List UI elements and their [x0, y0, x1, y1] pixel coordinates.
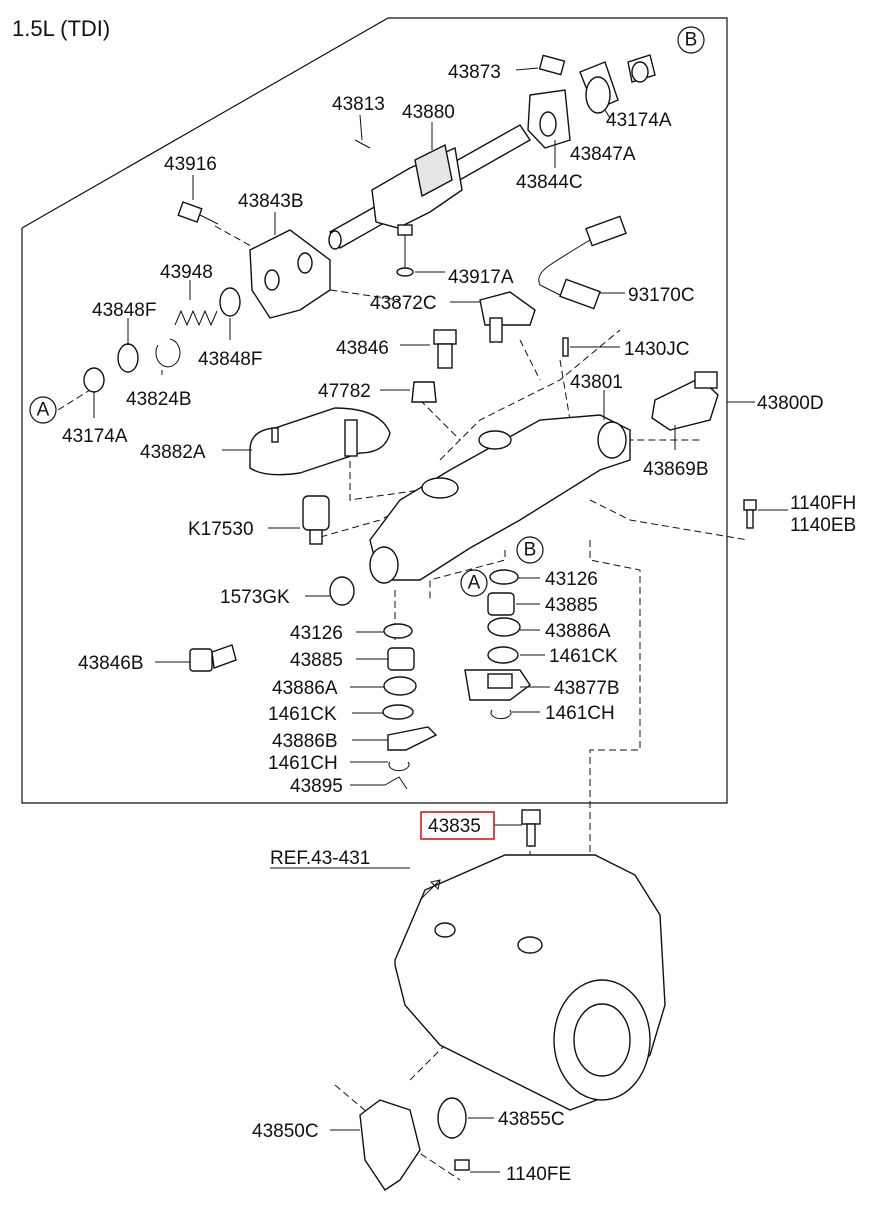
label-43835: 43835 — [428, 816, 481, 837]
label-43848F-b: 43848F — [198, 349, 262, 370]
label-43174A-left: 43174A — [62, 426, 128, 447]
label-43948: 43948 — [160, 262, 213, 283]
shift-shaft — [328, 54, 656, 277]
pin-parts — [302, 291, 569, 545]
label-43847A: 43847A — [570, 144, 636, 165]
leader-lines — [93, 67, 788, 1173]
bearing-stack-right — [464, 569, 531, 720]
svg-text:A: A — [37, 400, 50, 421]
svg-text:A: A — [468, 573, 481, 594]
label-1140FE: 1140FE — [506, 1164, 571, 1185]
label-43886B: 43886B — [272, 731, 338, 752]
label-43917A: 43917A — [448, 267, 514, 288]
label-43872C: 43872C — [370, 293, 437, 314]
svg-text:B: B — [524, 540, 537, 561]
label-1461CK-l: 1461CK — [268, 704, 337, 725]
lever-43882A — [249, 407, 391, 476]
bracket-43843B — [177, 201, 331, 319]
label-43885-r: 43885 — [545, 595, 598, 616]
label-1573GK: 1573GK — [220, 587, 290, 608]
label-43843B: 43843B — [238, 191, 304, 212]
label-43882A: 43882A — [140, 442, 206, 463]
label-43846B: 43846B — [78, 653, 144, 674]
label-43880: 43880 — [402, 102, 455, 123]
label-43126-r: 43126 — [545, 569, 598, 590]
label-1430JC: 1430JC — [624, 339, 690, 360]
bolt-43835 — [521, 809, 541, 847]
svg-text:B: B — [685, 30, 698, 51]
highlight-43835: 43835 — [420, 811, 495, 840]
bearing-stack-left — [189, 623, 438, 790]
label-43855C: 43855C — [498, 1109, 565, 1130]
sensor-93170C — [538, 215, 627, 310]
callout-A-left: A — [29, 396, 57, 424]
label-43895: 43895 — [290, 776, 343, 797]
label-43801: 43801 — [570, 372, 623, 393]
label-REF: REF.43-431 — [270, 848, 370, 869]
label-1461CH-r: 1461CH — [545, 703, 615, 724]
part-labels: 43873 43813 43880 43174A 43847A 43844C 4… — [62, 62, 856, 1185]
label-43850C: 43850C — [252, 1121, 319, 1142]
label-43886A-r: 43886A — [545, 621, 611, 642]
label-43846: 43846 — [336, 338, 389, 359]
label-43813: 43813 — [332, 94, 385, 115]
transmission-case — [394, 854, 666, 1111]
callout-A-mid: A — [460, 569, 488, 597]
label-93170C: 93170C — [628, 285, 695, 306]
bolt-1140FH — [743, 499, 757, 529]
label-43886A-l: 43886A — [272, 678, 338, 699]
housing-43801 — [329, 414, 631, 606]
sensor-43869B — [651, 371, 719, 431]
label-1140EB: 1140EB — [790, 515, 856, 536]
label-43873: 43873 — [448, 62, 501, 83]
label-43126-l: 43126 — [290, 623, 343, 644]
bracket-43850C — [359, 1097, 470, 1191]
label-43916: 43916 — [164, 154, 217, 175]
label-1461CK-r: 1461CK — [549, 646, 618, 667]
label-43885-l: 43885 — [290, 650, 343, 671]
label-43174A-top: 43174A — [606, 110, 672, 131]
label-1461CH-l: 1461CH — [268, 753, 338, 774]
label-43824B: 43824B — [126, 389, 192, 410]
diagram-title: 1.5L (TDI) — [12, 16, 110, 41]
label-43877B: 43877B — [554, 678, 620, 699]
assembly-frame — [21, 17, 728, 804]
label-47782: 47782 — [318, 381, 371, 402]
callout-B-top: B — [677, 26, 705, 54]
callout-B-mid: B — [516, 536, 544, 564]
label-43844C: 43844C — [516, 172, 583, 193]
label-1140FH: 1140FH — [790, 493, 856, 514]
label-K17530: K17530 — [188, 519, 254, 540]
label-43869B: 43869B — [643, 459, 709, 480]
label-43800D: 43800D — [757, 393, 824, 414]
label-43848F-a: 43848F — [92, 300, 156, 321]
